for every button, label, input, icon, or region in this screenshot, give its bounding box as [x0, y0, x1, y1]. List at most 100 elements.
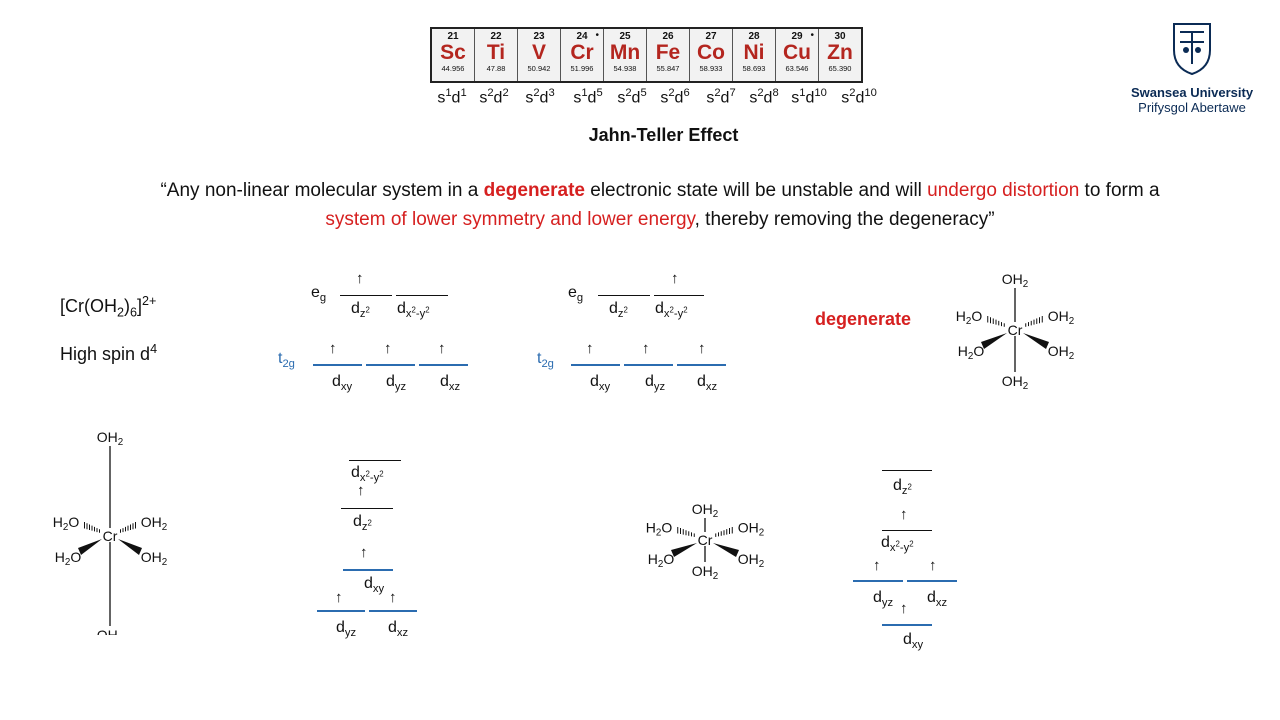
electron-arrow: ↑ [929, 557, 937, 574]
ligand-top: OH2 [692, 501, 718, 520]
ligand-upper-right: OH2 [1048, 308, 1074, 327]
ligand-bottom: OH2 [1002, 373, 1028, 390]
t2g-level-xy-2 [571, 364, 620, 366]
electron-arrow: ↑ [360, 544, 368, 561]
level-dz2-3 [341, 508, 393, 509]
atomic-number: 27 [705, 31, 717, 42]
wedge-bond-right [118, 539, 142, 555]
ligand-lower-left: H2O [958, 343, 985, 362]
wedge-bond-right [1023, 333, 1049, 349]
t2g-label-2: t2g [537, 350, 554, 371]
element-symbol: Mn [609, 41, 641, 64]
electron-arrow-eg-1: ↑ [356, 270, 364, 287]
t2g-level-xz-2 [677, 364, 726, 366]
element-symbol: Cr [570, 41, 594, 64]
ligand-upper-right: OH2 [738, 519, 764, 538]
electron-arrow: ↑ [329, 340, 337, 357]
element-symbol: Sc [440, 41, 466, 64]
electron-arrow: ↑ [384, 340, 392, 357]
orbital-label-dx2y2-1: dx2-y2 [397, 300, 430, 321]
ligand-upper-left: H2O [646, 519, 673, 538]
element-symbol: Fe [655, 41, 681, 64]
level-dxz-4 [907, 580, 957, 582]
orbital-label-dx2y2-4: dx2-y2 [881, 534, 914, 555]
eg-level-z2-1 [340, 295, 392, 296]
level-dyz-3 [317, 610, 365, 612]
config-0: s1d1 [437, 87, 467, 107]
ligand-bottom: OH2 [692, 563, 718, 582]
orbital-label-dz2-4: dz2 [893, 477, 912, 498]
electron-arrow: ↑ [335, 589, 343, 606]
ligand-upper-right: OH2 [141, 514, 167, 533]
degenerate-label: degenerate [815, 309, 912, 329]
element-symbol: Ni [743, 41, 765, 64]
quote-highlight-distortion: undergo distortion [927, 180, 1080, 201]
config-2: s2d3 [525, 87, 555, 107]
t2g-level-yz-2 [624, 364, 673, 366]
atomic-number: 30 [834, 31, 846, 42]
quote-part-4: , thereby removing the degeneracy” [694, 209, 995, 230]
ligand-lower-right: OH2 [1048, 343, 1074, 362]
orbital-label-dxy-2: dxy [590, 373, 611, 394]
atomic-mass: 50.942 [527, 64, 551, 73]
level-dxy-4 [882, 624, 932, 626]
level-dxy-3 [343, 569, 393, 571]
eg-label-2: eg [568, 284, 584, 305]
eg-label-1: eg [311, 284, 327, 305]
atomic-mass: 44.956 [441, 64, 465, 73]
electron-arrow: ↑ [900, 600, 908, 617]
atomic-mass: 65.390 [828, 64, 852, 73]
electron-arrow: ↑ [389, 589, 397, 606]
orbital-label-dxz-2: dxz [697, 373, 718, 394]
electron-arrow: ↑ [642, 340, 650, 357]
element-symbol: V [531, 41, 546, 64]
config-3: s1d5 [573, 87, 603, 107]
eg-level-x2y2-2 [654, 295, 704, 296]
ligand-bottom: OH2 [97, 627, 123, 635]
t2g-level-xy-1 [313, 364, 362, 366]
orbital-label-dxy-1: dxy [332, 373, 353, 394]
ligand-upper-left: H2O [956, 308, 983, 327]
level-dxz-3 [369, 610, 417, 612]
wedge-bond-left [671, 543, 697, 557]
orbital-label-dx2y2-3: dx2-y2 [351, 464, 384, 485]
electron-arrow: ↑ [873, 557, 881, 574]
ligand-top: OH2 [97, 430, 123, 448]
university-logo: Swansea University Prifysgol Abertawe [1112, 20, 1272, 115]
ligand-lower-right: OH2 [738, 551, 764, 570]
config-4: s2d5 [617, 87, 647, 107]
wedge-bond-left [78, 539, 102, 555]
element-symbol: Co [697, 41, 725, 64]
electron-arrow-eg-2: ↑ [671, 270, 679, 287]
cr-atom: Cr [1008, 322, 1023, 338]
level-dyz-4 [853, 580, 903, 582]
eg-level-x2y2-1 [396, 295, 448, 296]
quote-part-3: to form a [1079, 180, 1160, 201]
config-7: s2d8 [749, 87, 779, 107]
ligand-lower-left: H2O [648, 551, 675, 570]
logo-line-2: Prifysgol Abertawe [1138, 100, 1246, 115]
element-symbol: Cu [783, 41, 811, 64]
element-symbol: Ti [486, 41, 506, 64]
orbital-label-dyz-1: dyz [386, 373, 407, 394]
orbital-label-dz2-3: dz2 [353, 513, 372, 534]
page-title: Jahn-Teller Effect [588, 125, 739, 145]
quote-part-1: “Any non-linear molecular system in a [160, 180, 484, 201]
electron-arrow: ↑ [900, 506, 908, 523]
university-crest-icon [1173, 23, 1211, 76]
electron-arrow: ↑ [357, 482, 365, 499]
atomic-number: 29 [791, 31, 803, 42]
atomic-mass: 54.938 [613, 64, 637, 73]
eg-level-z2-2 [598, 295, 650, 296]
electron-arrow: ↑ [586, 340, 594, 357]
t2g-level-xz-1 [419, 364, 468, 366]
definition-quote: “Any non-linear molecular system in a de… [40, 176, 1280, 234]
